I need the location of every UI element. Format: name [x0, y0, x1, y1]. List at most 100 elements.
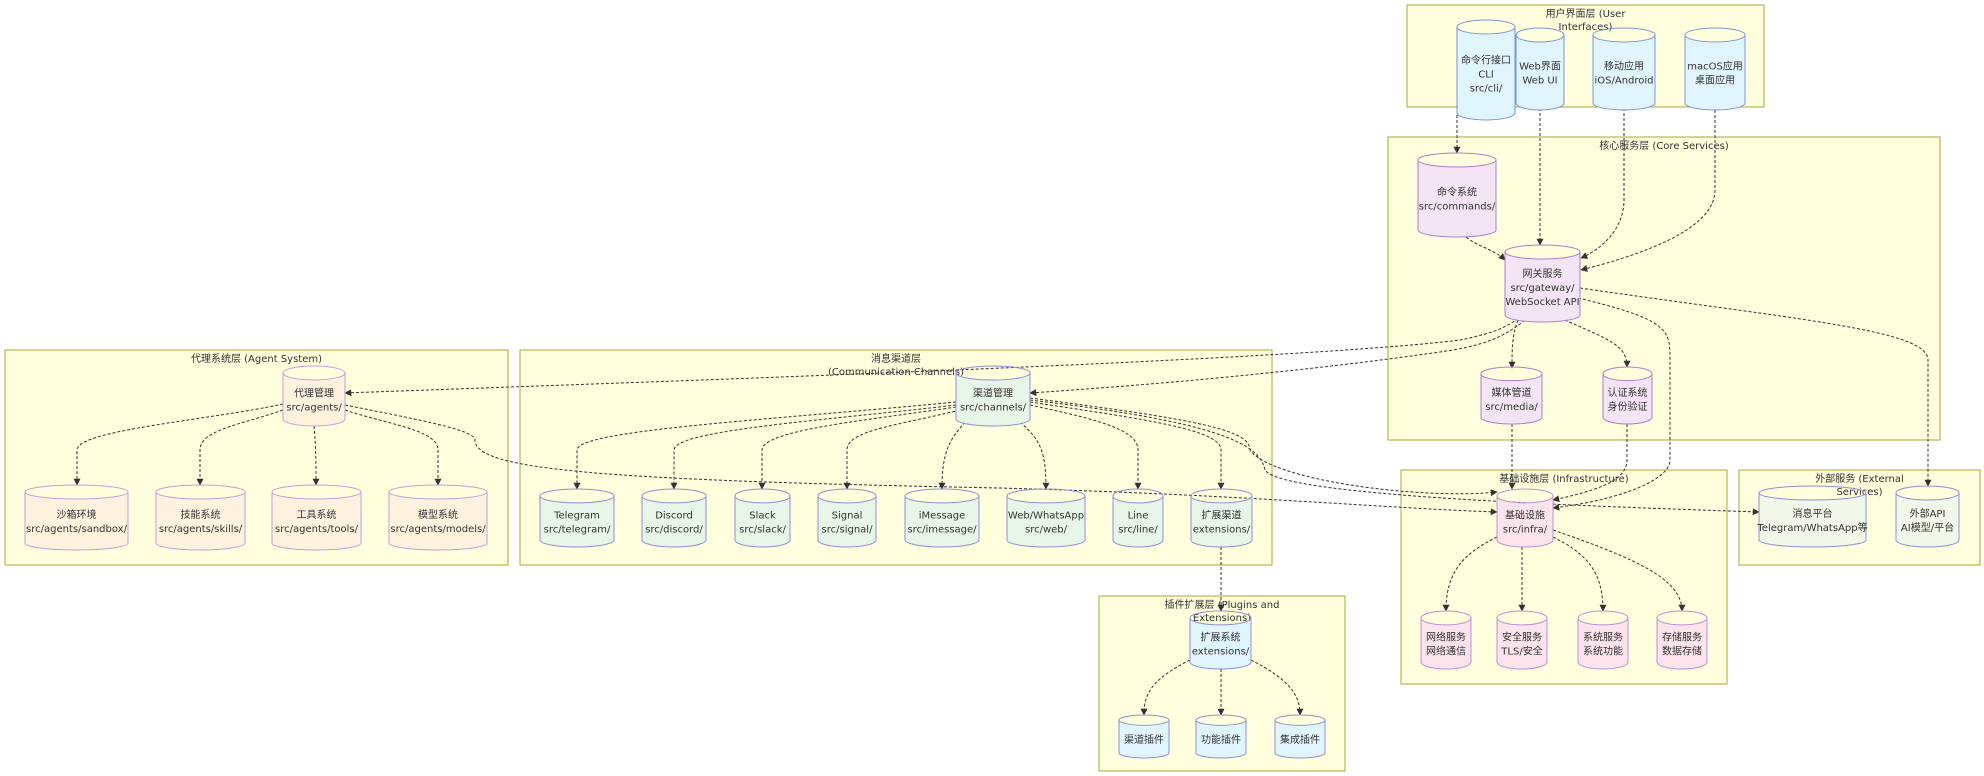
node-top-rim — [539, 488, 615, 497]
node-label-skills: src/agents/skills/ — [159, 524, 243, 535]
node-label-line: Line — [1128, 510, 1149, 521]
edge-channels-discord — [670, 404, 957, 490]
node-shape — [1504, 251, 1581, 323]
node-top-rim — [1456, 19, 1516, 28]
node-top-rim — [1758, 485, 1867, 494]
node-label-gateway: WebSocket API — [1505, 297, 1579, 308]
edge-gateway-infra — [1552, 297, 1671, 511]
node-label-imessage: iMessage — [919, 510, 966, 521]
node-label-extch: 扩展渠道 — [1202, 508, 1242, 521]
node-telegram[interactable]: Telegram src/telegram/ — [539, 488, 615, 548]
node-label-system: 系统服务 — [1583, 630, 1623, 643]
edge-channels-web — [1019, 421, 1050, 490]
node-intplugin[interactable]: 集成插件 — [1274, 714, 1326, 759]
edge-infra-system — [1552, 536, 1607, 612]
node-label-telegram: src/telegram/ — [544, 524, 611, 535]
node-top-rim — [271, 484, 362, 493]
node-shape — [282, 372, 346, 427]
node-featplugin[interactable]: 功能插件 — [1195, 714, 1247, 759]
node-label-channels: 渠道管理 — [973, 387, 1013, 400]
node-top-rim — [24, 484, 129, 493]
cluster-label-infra: 基础设施层 (Infrastructure) — [1499, 472, 1629, 485]
node-label-imessage: src/imessage/ — [907, 524, 977, 535]
edge-channels-line — [1029, 404, 1142, 490]
edge-channels-msgplatform — [1029, 399, 1760, 516]
node-top-rim — [1496, 610, 1548, 619]
node-shape — [1496, 495, 1554, 548]
node-top-rim — [1684, 27, 1746, 36]
node-shape — [955, 372, 1031, 427]
node-label-sandbox: src/agents/sandbox/ — [26, 524, 128, 535]
node-label-discord: src/discord/ — [645, 524, 703, 535]
node-label-mobile: 移动应用 — [1604, 60, 1644, 73]
node-top-rim — [1274, 714, 1326, 721]
edge-gateway-extapi — [1579, 287, 1932, 487]
node-label-web: Web/WhatsApp — [1008, 510, 1084, 521]
edge-auth-infra — [1552, 424, 1628, 503]
node-shape — [641, 495, 707, 548]
edge-channels-telegram — [573, 401, 957, 490]
edge-infra-storage — [1552, 529, 1686, 612]
node-top-rim — [1592, 27, 1656, 36]
node-label-extsys: extensions/ — [1192, 646, 1250, 657]
node-shape — [1456, 26, 1516, 121]
node-top-rim — [1577, 610, 1629, 619]
edge-extsys-chplugin — [1140, 659, 1191, 716]
edge-agents-skills — [196, 409, 284, 486]
node-chplugin[interactable]: 渠道插件 — [1118, 714, 1170, 759]
node-shape — [1592, 34, 1656, 111]
node-label-telegram: Telegram — [553, 510, 600, 521]
cluster-label-external: 外部服务 (External — [1815, 472, 1904, 485]
node-top-rim — [1515, 27, 1565, 36]
node-shape — [388, 491, 488, 551]
node-shape — [1602, 373, 1653, 425]
node-top-rim — [1190, 488, 1253, 497]
node-top-rim — [155, 484, 246, 493]
node-extch[interactable]: 扩展渠道 extensions/ — [1190, 488, 1253, 548]
node-top-rim — [641, 488, 707, 497]
edge-agents-models — [344, 409, 442, 486]
node-top-rim — [955, 365, 1031, 374]
node-label-storage: 数据存储 — [1662, 644, 1702, 657]
node-label-infra: 基础设施 — [1505, 508, 1545, 521]
edge-channels-slack — [758, 406, 957, 490]
node-label-discord: Discord — [655, 510, 693, 521]
node-label-extch: extensions/ — [1193, 524, 1251, 535]
node-shape — [1656, 617, 1708, 670]
node-shape — [1895, 492, 1960, 548]
edge-gateway-auth — [1559, 317, 1631, 368]
node-top-rim — [1895, 485, 1960, 494]
node-label-webui: Web界面 — [1519, 61, 1561, 73]
node-shape — [904, 495, 980, 548]
node-imessage[interactable]: iMessage src/imessage/ — [904, 488, 980, 548]
node-top-rim — [282, 365, 346, 374]
node-discord[interactable]: Discord src/discord/ — [641, 488, 707, 548]
node-shape — [1274, 719, 1326, 759]
